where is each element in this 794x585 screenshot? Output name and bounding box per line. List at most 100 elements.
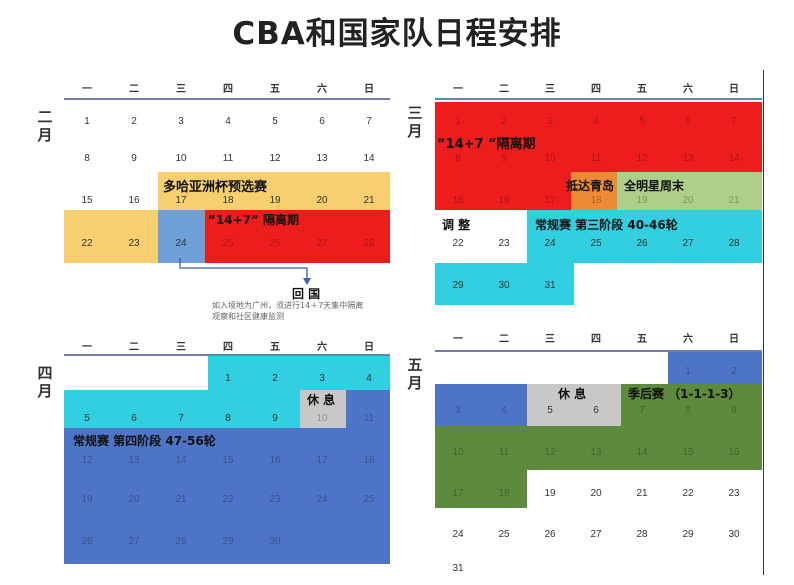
apr-day-cell: 24: [316, 494, 328, 505]
return-day-block: [158, 210, 205, 263]
may-day-cell: 18: [498, 488, 510, 499]
return-home-label: 回 国: [292, 287, 321, 301]
may-day-cell: 9: [731, 405, 737, 416]
feb-day-cell: 3: [178, 116, 184, 127]
doha-qualifier-block: [158, 172, 390, 210]
mar-day-cell: 29: [452, 280, 464, 291]
quarantine-block: [205, 210, 390, 263]
apr-day-cell: 1: [225, 373, 231, 384]
may-day-cell: 14: [636, 447, 648, 458]
mar-day-cell: 20: [682, 195, 694, 206]
apr-day-cell: 17: [316, 455, 328, 466]
may-day-cell: 29: [682, 529, 694, 540]
apr-day-cell: 15: [222, 455, 234, 466]
feb-day-cell: 25: [222, 238, 234, 249]
apr-weekday-header: 六: [317, 342, 327, 353]
feb-day-cell: 4: [225, 116, 231, 127]
quarantine-block-row3: [435, 172, 571, 210]
stage3-block-row5: [435, 263, 574, 305]
may-day-cell: 19: [544, 488, 556, 499]
doha-qualifier-block-left: [64, 210, 158, 263]
apr-day-cell: 29: [222, 536, 234, 547]
apr-weekday-header: 五: [270, 342, 280, 353]
return-note-line-1: 如入境地为广州，须进行14＋7天集中隔离: [212, 301, 364, 310]
apr-day-cell: 11: [363, 413, 375, 424]
month-label-mar: 三月: [407, 104, 423, 140]
mar-day-cell: 23: [498, 238, 510, 249]
playoffs-block-row2: [621, 384, 762, 426]
may-weekday-header: 五: [637, 334, 647, 345]
may-day-cell: 23: [728, 488, 740, 499]
may-weekday-header: 一: [453, 334, 463, 345]
mar-quarantine-label: “14+7 “隔离期: [437, 137, 536, 152]
feb-day-cell: 1: [84, 116, 90, 127]
may-day-cell: 3: [455, 405, 461, 416]
apr-day-cell: 23: [269, 494, 281, 505]
may-day-cell: 17: [452, 488, 464, 499]
apr-weekday-header: 四: [223, 342, 233, 353]
mar-day-cell: 25: [590, 238, 602, 249]
feb-day-cell: 24: [175, 238, 187, 249]
feb-day-cell: 8: [84, 153, 90, 164]
may-day-cell: 31: [452, 563, 464, 574]
may-day-cell: 10: [452, 447, 464, 458]
may-weekday-header: 六: [683, 334, 693, 345]
may-day-cell: 22: [682, 488, 694, 499]
feb-day-cell: 12: [269, 153, 281, 164]
mar-day-cell: 24: [544, 238, 556, 249]
qingdao-block: [571, 172, 617, 210]
stage4-block-row2: [346, 390, 390, 428]
apr-day-cell: 8: [225, 413, 231, 424]
feb-weekday-header: 一: [82, 84, 92, 95]
may-day-cell: 6: [593, 405, 599, 416]
mar-weekday-header: 三: [545, 84, 555, 95]
feb-day-cell: 26: [269, 238, 281, 249]
may-weekday-header: 三: [545, 334, 555, 345]
feb-quarantine-label: “14+7” 隔离期: [208, 213, 300, 227]
apr-day-cell: 7: [178, 413, 184, 424]
feb-day-cell: 13: [316, 153, 328, 164]
playoffs-label: 季后赛 （1-1-1-3）: [628, 387, 741, 401]
may-day-cell: 25: [498, 529, 510, 540]
mar-day-cell: 3: [547, 116, 553, 127]
apr-day-cell: 30: [269, 536, 281, 547]
apr-day-cell: 21: [175, 494, 187, 505]
mar-day-cell: 16: [498, 195, 510, 206]
mar-day-cell: 21: [728, 195, 740, 206]
mar-day-cell: 14: [728, 153, 740, 164]
mar-day-cell: 15: [452, 195, 464, 206]
feb-day-cell: 11: [222, 153, 234, 164]
feb-day-cell: 21: [363, 195, 375, 206]
feb-day-cell: 18: [222, 195, 234, 206]
mar-day-cell: 30: [498, 280, 510, 291]
may-rest-label: 休 息: [558, 387, 587, 401]
may-day-cell: 1: [685, 366, 691, 377]
may-day-cell: 16: [728, 447, 740, 458]
may-day-cell: 5: [547, 405, 553, 416]
feb-day-cell: 27: [316, 238, 328, 249]
apr-day-cell: 28: [175, 536, 187, 547]
apr-day-cell: 27: [128, 536, 140, 547]
may-day-cell: 12: [544, 447, 556, 458]
feb-day-cell: 9: [131, 153, 137, 164]
playoffs-block-row4: [435, 470, 527, 508]
mar-weekday-header: 六: [683, 84, 693, 95]
apr-day-cell: 20: [128, 494, 140, 505]
mar-day-cell: 4: [593, 116, 599, 127]
doha-qualifier-label: 多哈亚洲杯预选赛: [163, 180, 268, 195]
stage3-end-block: [208, 356, 390, 390]
apr-day-cell: 3: [319, 373, 325, 384]
feb-header-rule: [64, 98, 390, 100]
apr-day-cell: 5: [84, 413, 90, 424]
stage4-end-block: [668, 352, 762, 384]
apr-day-cell: 9: [272, 413, 278, 424]
apr-day-cell: 13: [128, 455, 140, 466]
feb-weekday-header: 六: [317, 84, 327, 95]
feb-day-cell: 14: [363, 153, 375, 164]
return-note-line-2: 观察和社区健康监测: [212, 312, 284, 321]
feb-day-cell: 16: [128, 195, 140, 206]
adjust-label: 调 整: [442, 218, 471, 232]
mar-day-cell: 9: [501, 153, 507, 164]
qingdao-label: 抵达青岛: [566, 179, 615, 193]
rest-block: [300, 390, 346, 428]
